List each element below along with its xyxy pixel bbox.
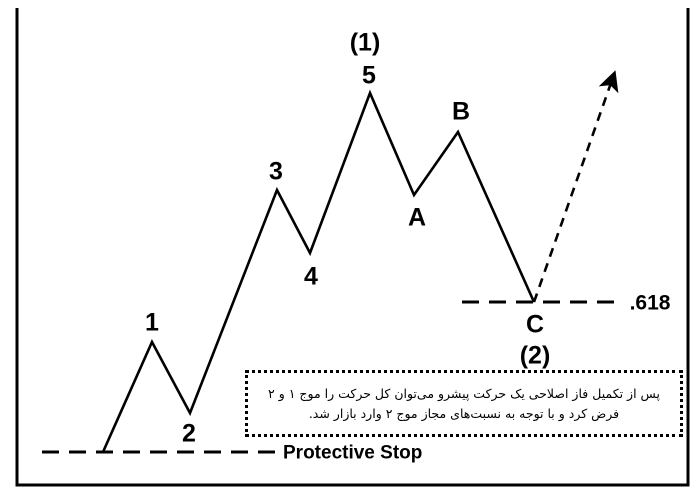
degree-label-2: (2) <box>519 341 551 370</box>
protective-stop-label: Protective Stop <box>283 442 423 464</box>
wave-label-2: 2 <box>182 419 196 448</box>
note-line-2: فرض کرد و با توجه به نسبت‌های مجاز موج ۲… <box>308 405 620 421</box>
degree-label-1: (1) <box>349 28 381 57</box>
price-path-line <box>101 89 536 453</box>
wave-label-c: C <box>525 310 545 339</box>
annotation-note-box: پس از تکمیل فاز اصلاحی یک حرکت پیشرو می‌… <box>245 370 683 437</box>
retracement-ratio-label: .618 <box>629 291 671 315</box>
wave-label-5: 5 <box>362 61 376 90</box>
wave-label-a: A <box>407 203 427 232</box>
wave-label-1: 1 <box>145 308 159 337</box>
wave-label-3: 3 <box>269 157 283 186</box>
wave-label-4: 4 <box>304 262 318 291</box>
wave-label-b: B <box>451 97 471 126</box>
note-line-1: پس از تکمیل فاز اصلاحی یک حرکت پیشرو می‌… <box>268 386 660 402</box>
projection-arrow <box>532 70 619 303</box>
figure-frame <box>15 8 690 487</box>
